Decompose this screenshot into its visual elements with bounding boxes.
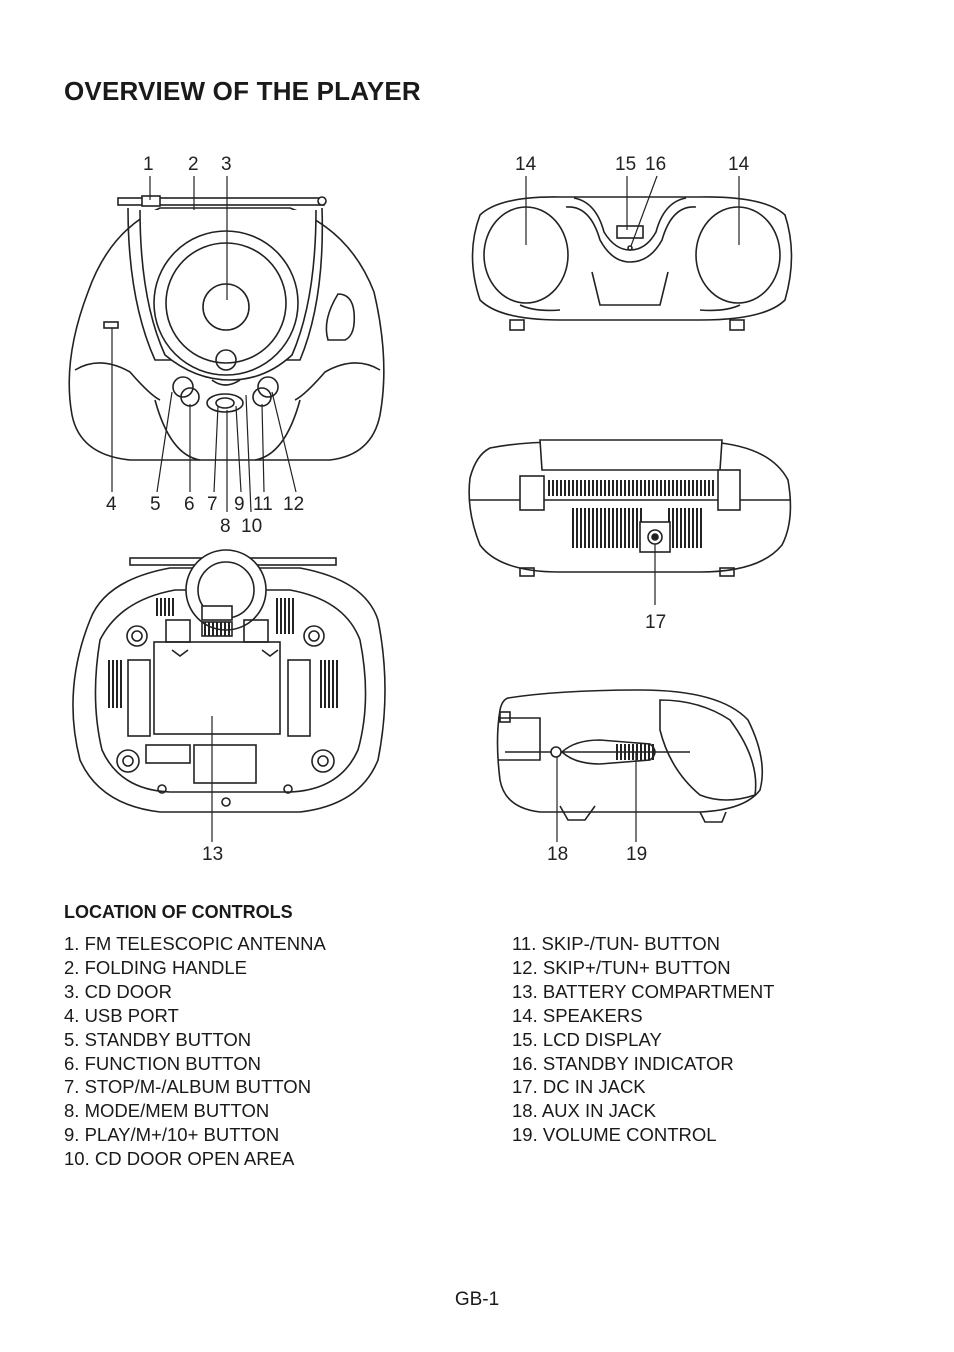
callout-13: 13	[202, 844, 223, 865]
list-item: 16. STANDBY INDICATOR	[512, 1052, 734, 1074]
list-item: 17. DC IN JACK	[512, 1076, 646, 1098]
list-item: 9. PLAY/M+/10+ BUTTON	[64, 1124, 280, 1146]
controls-list-left: 1. FM TELESCOPIC ANTENNA 2. FOLDING HAND…	[64, 932, 326, 1171]
list-item: 7. STOP/M-/ALBUM BUTTON	[64, 1076, 312, 1098]
list-item: 2. FOLDING HANDLE	[64, 956, 247, 978]
list-item: 3. CD DOOR	[64, 980, 172, 1002]
callout-5: 5	[150, 494, 161, 515]
callout-14-right: 14	[728, 154, 750, 175]
list-item: 5. STANDBY BUTTON	[64, 1028, 252, 1050]
callout-8: 8	[220, 516, 231, 537]
page-title: OVERVIEW OF THE PLAYER	[64, 76, 421, 106]
player-illustrations: 1 2 3 4 5 6 7 8 9 10 11 12 14 15	[68, 154, 793, 865]
side-view	[496, 689, 764, 842]
list-item: 4. USB PORT	[64, 1004, 179, 1026]
list-item: 15. LCD DISPLAY	[512, 1028, 662, 1050]
callout-3: 3	[221, 154, 232, 175]
callout-10: 10	[241, 516, 262, 537]
list-item: 12. SKIP+/TUN+ BUTTON	[512, 956, 731, 978]
callout-16: 16	[645, 154, 666, 175]
page-number: GB-1	[454, 1289, 500, 1310]
top-view	[471, 175, 793, 331]
callout-11: 11	[253, 494, 273, 515]
section-subtitle: LOCATION OF CONTROLS	[64, 902, 293, 922]
callout-18: 18	[547, 844, 568, 865]
controls-list-right: 11. SKIP-/TUN- BUTTON 12. SKIP+/TUN+ BUT…	[512, 932, 774, 1147]
front-callouts: 1 2 3 4 5 6 7 8 9 10 11 12	[106, 154, 304, 537]
callout-6: 6	[184, 494, 195, 515]
list-item: 14. SPEAKERS	[512, 1004, 643, 1026]
front-view	[68, 176, 385, 513]
callout-14-left: 14	[515, 154, 537, 175]
callout-15: 15	[615, 154, 636, 175]
callout-19: 19	[626, 844, 647, 865]
bottom-view	[72, 549, 386, 842]
list-item: 8. MODE/MEM BUTTON	[64, 1100, 270, 1122]
callout-9: 9	[234, 494, 245, 515]
top-callouts: 14 15 16 14	[515, 154, 750, 175]
back-view	[468, 439, 792, 605]
list-item: 1. FM TELESCOPIC ANTENNA	[64, 933, 326, 954]
list-item: 18. AUX IN JACK	[512, 1100, 656, 1122]
callout-12: 12	[283, 494, 304, 515]
list-item: 13. BATTERY COMPARTMENT	[512, 980, 775, 1002]
callout-4: 4	[106, 494, 117, 515]
callout-1: 1	[143, 154, 154, 175]
callout-7: 7	[207, 494, 218, 515]
list-item: 11. SKIP-/TUN- BUTTON	[512, 933, 720, 954]
callout-17: 17	[645, 612, 666, 633]
list-item: 10. CD DOOR OPEN AREA	[64, 1148, 295, 1170]
list-item: 6. FUNCTION BUTTON	[64, 1052, 261, 1074]
callout-2: 2	[188, 154, 199, 175]
list-item: 19. VOLUME CONTROL	[512, 1124, 717, 1146]
